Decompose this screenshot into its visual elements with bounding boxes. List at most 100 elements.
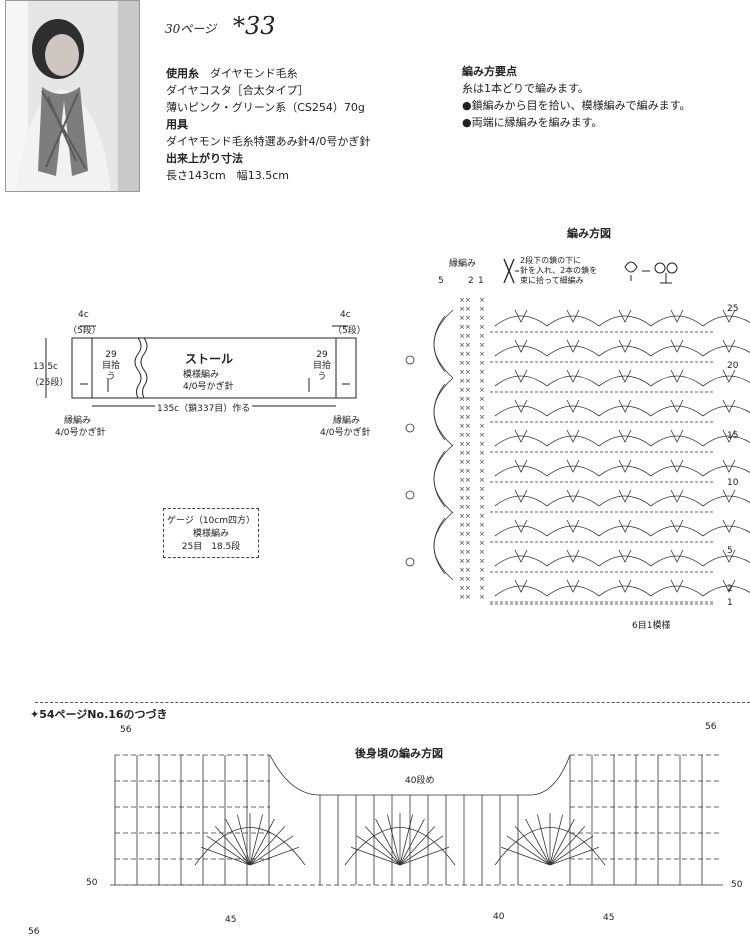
model-photo [5, 0, 140, 192]
gauge-pattern: 模様編み [192, 529, 229, 539]
svg-text:×: × [479, 332, 485, 340]
legend-line: 針を入れ、2本の鎖を [520, 266, 598, 275]
row-label-10: 10 [727, 478, 739, 488]
svg-text:××: ×× [459, 530, 471, 538]
svg-text:×: × [479, 458, 485, 466]
diagram-title: 編み方図 [567, 227, 611, 240]
points-heading: 編み方要点 [462, 65, 517, 78]
row-label-2: 2 [727, 584, 733, 594]
page-reference: 30ページ [165, 22, 217, 36]
svg-text:××: ×× [459, 476, 471, 484]
svg-text:××: ×× [459, 458, 471, 466]
left-edge-rows: （5段） [68, 326, 101, 336]
svg-text:×: × [479, 557, 485, 565]
yarn-brand: ダイヤモンド毛糸 [210, 67, 298, 80]
svg-text:×: × [479, 413, 485, 421]
edge-row-2: 2 [468, 276, 474, 286]
stole-hook: 4/0号かぎ針 [183, 382, 234, 392]
bottom-mark-40: 40 [493, 912, 505, 922]
svg-text:××: ×× [459, 431, 471, 439]
back-body-title: 後身頃の編み方図 [355, 747, 443, 760]
bottom-mark-45-left: 45 [225, 915, 237, 925]
svg-text:××: ×× [459, 323, 471, 331]
svg-text:××: ×× [459, 494, 471, 502]
svg-text:××: ×× [459, 386, 471, 394]
svg-text:××: ×× [459, 575, 471, 583]
svg-text:×: × [479, 467, 485, 475]
svg-text:××: ×× [459, 521, 471, 529]
row-label-20: 20 [727, 361, 739, 371]
svg-text:×: × [479, 530, 485, 538]
stole-title: ストール [185, 352, 234, 366]
row-label-15: 15 [727, 431, 739, 441]
stitch-chart: ××××××××××××××××××××××××××××××××××××××××… [405, 296, 750, 605]
svg-text:×: × [479, 386, 485, 394]
left-edging-hook: 4/0号かぎ針 [55, 428, 106, 438]
svg-text:×: × [479, 566, 485, 574]
svg-text:×: × [479, 485, 485, 493]
svg-text:×: × [479, 341, 485, 349]
svg-text:××: ×× [459, 296, 471, 304]
right-top-row: 56 [705, 722, 717, 732]
svg-text:××: ×× [459, 539, 471, 547]
legend-line: 2段下の鎖の下に [520, 256, 582, 265]
svg-text:×: × [479, 323, 485, 331]
row-label-25: 25 [727, 304, 739, 314]
svg-text:×: × [479, 476, 485, 484]
model-photo-illustration [6, 1, 139, 191]
points-block: 編み方要点 糸は1本どりで編みます。 ●鎖編みから目を拾い、模様編みで編みます。… [462, 63, 691, 131]
svg-text:×: × [479, 440, 485, 448]
svg-text:××: ×× [459, 593, 471, 601]
gauge-value: 25目 18.5段 [181, 542, 241, 552]
svg-text:××: ×× [459, 314, 471, 322]
tools-heading: 用具 [166, 118, 188, 131]
yarn-heading: 使用糸 [166, 67, 199, 80]
row-label-5: 5 [727, 546, 733, 556]
svg-text:×: × [479, 404, 485, 412]
bottom-mark-45-right: 45 [603, 913, 615, 923]
svg-text:××: ×× [459, 332, 471, 340]
svg-text:×: × [479, 512, 485, 520]
svg-text:×: × [479, 296, 485, 304]
edge-row-1: 1 [478, 276, 484, 286]
svg-text:××: ×× [459, 341, 471, 349]
svg-text:×: × [479, 521, 485, 529]
svg-text:×: × [479, 395, 485, 403]
stole-length: 135c（鎖337目）作る [155, 401, 253, 414]
right-edge-width: 4c [340, 310, 351, 320]
right-edging-label: 縁編み [333, 416, 361, 426]
svg-text:×: × [479, 431, 485, 439]
height-rows: （25段） [30, 378, 69, 388]
yarn-name: ダイヤコスタ［合太タイプ］ [166, 84, 309, 97]
svg-text:××: ×× [459, 449, 471, 457]
materials-block: 使用糸 ダイヤモンド毛糸 ダイヤコスタ［合太タイプ］ 薄いピンク・グリーン系（C… [166, 65, 370, 184]
svg-text:×: × [479, 494, 485, 502]
right-pick-up: 29目拾う [312, 350, 331, 382]
height-value: 13.5c [33, 362, 58, 372]
svg-text:××: ×× [459, 566, 471, 574]
svg-text:××: ×× [459, 512, 471, 520]
svg-text:×: × [479, 584, 485, 592]
diagram-edge-label: 縁編み [449, 259, 477, 269]
svg-text:××: ×× [459, 422, 471, 430]
svg-text:××: ×× [459, 395, 471, 403]
continuation-heading-text: 54ページNo.16のつづき [39, 708, 168, 721]
svg-text:×: × [479, 575, 485, 583]
tools-value: ダイヤモンド毛糸特選あみ針4/0号かぎ針 [166, 135, 371, 148]
left-row-50: 50 [86, 878, 98, 888]
back-body-chart [110, 754, 725, 886]
svg-text:×: × [479, 422, 485, 430]
svg-text:×: × [479, 305, 485, 313]
svg-text:××: ×× [459, 413, 471, 421]
repeat-label: 6目1模様 [632, 621, 671, 631]
svg-text:××: ×× [459, 368, 471, 376]
stitch-legend: 2段下の鎖の下に 針を入れ、2本の鎖を 束に拾って細編み [520, 256, 597, 286]
svg-text:×: × [479, 548, 485, 556]
item-number: *33 [233, 12, 276, 40]
svg-text:××: ×× [459, 377, 471, 385]
section-divider [35, 702, 750, 703]
svg-text:×: × [479, 314, 485, 322]
right-row-50: 50 [731, 880, 743, 890]
svg-text:××: ×× [459, 404, 471, 412]
svg-text:××: ×× [459, 440, 471, 448]
